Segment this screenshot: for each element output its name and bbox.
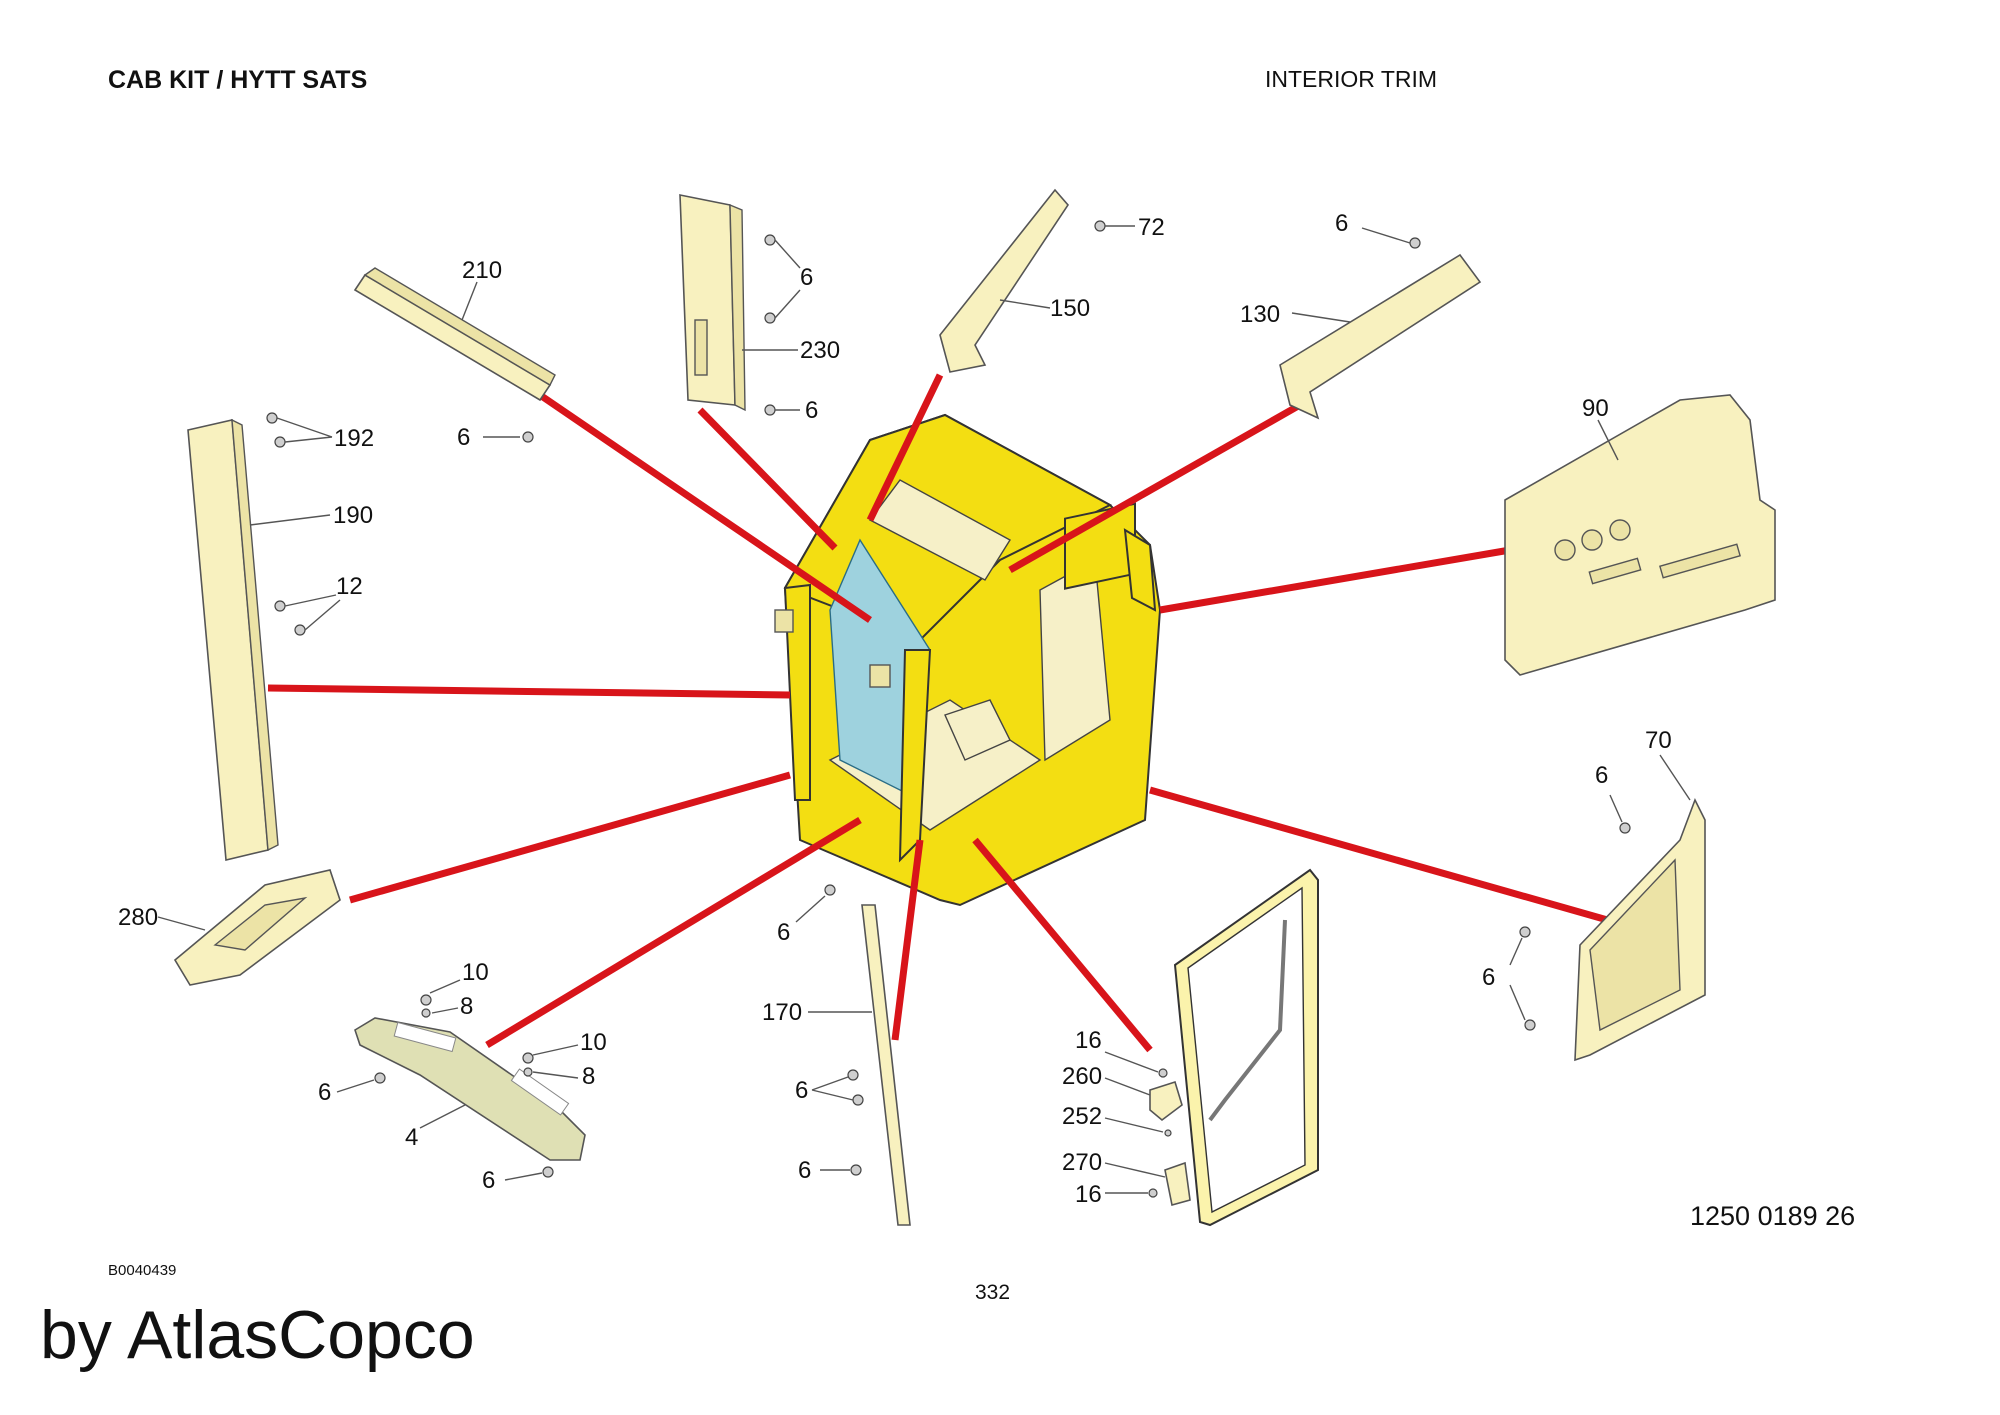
part-190: 192 190 12 (187, 412, 374, 861)
callout-230: 230 (800, 337, 840, 364)
callout-6-70a: 6 (1595, 762, 1608, 789)
callout-6-130: 6 (1335, 210, 1348, 237)
cab-assembly (774, 413, 1162, 907)
drawing-number: 1250 0189 26 (1690, 1201, 1856, 1231)
callout-252: 252 (1062, 1103, 1102, 1130)
callout-70: 70 (1645, 727, 1672, 754)
callout-10a: 10 (462, 959, 489, 986)
callout-280: 280 (118, 904, 158, 931)
callout-6-230b: 6 (805, 397, 818, 424)
part-230: 6 230 6 (679, 194, 840, 424)
page-number: 332 (975, 1281, 1011, 1304)
reference-code: B0040439 (108, 1262, 177, 1279)
callout-6-230a: 6 (800, 264, 813, 291)
part-150: 72 150 (939, 188, 1165, 373)
part-280: 280 (118, 869, 341, 986)
callout-4: 4 (405, 1124, 418, 1151)
part-90: 90 (1504, 394, 1776, 676)
callout-130: 130 (1240, 301, 1280, 328)
part-210: 210 6 (353, 257, 556, 451)
callout-270: 270 (1062, 1149, 1102, 1176)
part-4: 10 8 10 8 6 4 6 (318, 959, 607, 1194)
callout-210: 210 (462, 257, 502, 284)
callout-260: 260 (1062, 1063, 1102, 1090)
callout-190: 190 (333, 502, 373, 529)
page-title: CAB KIT / HYTT SATS (108, 66, 368, 94)
part-170: 6 170 6 6 (762, 884, 911, 1226)
callout-16a: 16 (1075, 1027, 1102, 1054)
section-title: INTERIOR TRIM (1265, 66, 1438, 92)
callout-90: 90 (1582, 395, 1609, 422)
door-panel (1173, 868, 1319, 1227)
callout-12: 12 (336, 573, 363, 600)
callout-10b: 10 (580, 1029, 607, 1056)
part-70: 70 6 6 (1482, 727, 1706, 1062)
callout-6-170b: 6 (795, 1077, 808, 1104)
callout-8b: 8 (582, 1063, 595, 1090)
callout-6-210: 6 (457, 424, 470, 451)
callout-6-170a: 6 (777, 919, 790, 946)
callout-170: 170 (762, 999, 802, 1026)
callout-6-4b: 6 (482, 1167, 495, 1194)
part-130: 6 130 (1240, 210, 1482, 420)
brand-text: by AtlasCopco (40, 1297, 475, 1373)
location-indicators (267, 373, 1626, 1053)
callout-192: 192 (334, 425, 374, 452)
callout-8a: 8 (460, 993, 473, 1020)
brackets: 16 260 252 270 16 (1062, 1027, 1191, 1208)
callout-16b: 16 (1075, 1181, 1102, 1208)
callout-72: 72 (1138, 214, 1165, 241)
callout-6-170c: 6 (798, 1157, 811, 1184)
callout-6-70b: 6 (1482, 964, 1495, 991)
callout-150: 150 (1050, 295, 1090, 322)
callout-6-4a: 6 (318, 1079, 331, 1106)
